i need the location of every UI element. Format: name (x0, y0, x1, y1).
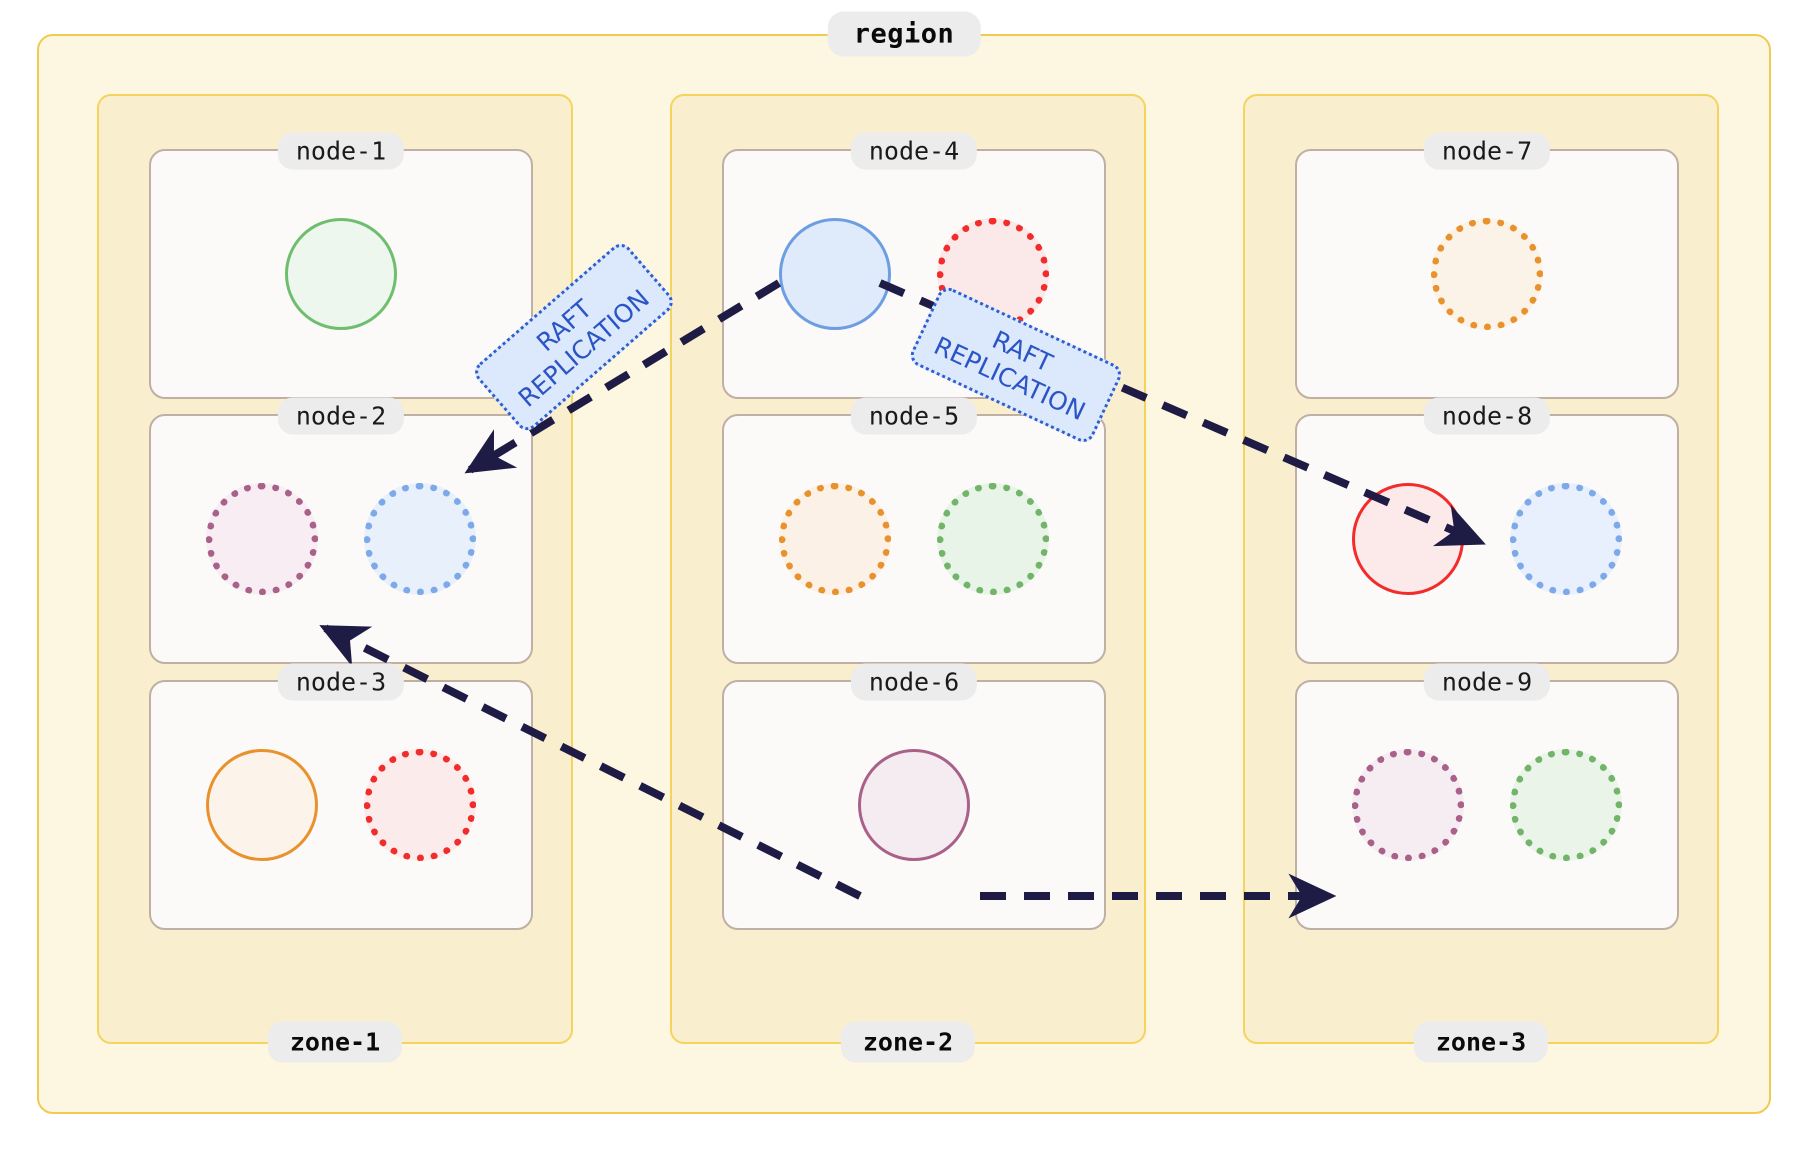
replica-circle-leader[interactable] (285, 218, 397, 330)
region-label: region (827, 11, 981, 57)
replica-circle-follower[interactable] (1431, 218, 1543, 330)
node-label: node-7 (1423, 132, 1551, 170)
node-box-node-3[interactable]: node-3 (149, 663, 533, 930)
node-body (724, 682, 1104, 928)
replica-circle-leader[interactable] (779, 218, 891, 330)
replica-circle-follower[interactable] (937, 483, 1049, 595)
node-label: node-8 (1423, 397, 1551, 435)
node-label: node-9 (1423, 663, 1551, 701)
replica-circle-leader[interactable] (206, 749, 318, 861)
node-box-node-6[interactable]: node-6 (722, 663, 1106, 930)
zone-label-2: zone-2 (840, 1021, 976, 1063)
node-label: node-5 (850, 397, 978, 435)
zone-container-3: zone-3 node-7 node-8 node-9 (1243, 94, 1719, 1063)
replica-circle-leader[interactable] (858, 749, 970, 861)
node-box-node-9[interactable]: node-9 (1295, 663, 1679, 930)
replica-circle-follower[interactable] (206, 483, 318, 595)
node-label: node-1 (277, 132, 405, 170)
node-label: node-6 (850, 663, 978, 701)
node-body (1297, 682, 1677, 928)
node-box-node-2[interactable]: node-2 (149, 397, 533, 664)
replica-circle-leader[interactable] (1352, 483, 1464, 595)
replica-circle-follower[interactable] (779, 483, 891, 595)
node-body (151, 151, 531, 397)
zone-container-2: zone-2 node-4 node-5 node-6 (670, 94, 1146, 1063)
node-body (724, 416, 1104, 662)
replica-circle-follower[interactable] (364, 749, 476, 861)
zone-label-3: zone-3 (1413, 1021, 1549, 1063)
zone-label-1: zone-1 (267, 1021, 403, 1063)
replica-circle-follower[interactable] (364, 483, 476, 595)
replica-circle-follower[interactable] (1352, 749, 1464, 861)
node-body (1297, 151, 1677, 397)
node-label: node-2 (277, 397, 405, 435)
node-body (151, 416, 531, 662)
replica-circle-follower[interactable] (1510, 483, 1622, 595)
zone-container-1: zone-1 node-1 node-2 node-3 (97, 94, 573, 1063)
node-label: node-4 (850, 132, 978, 170)
node-body (151, 682, 531, 928)
node-box-node-5[interactable]: node-5 (722, 397, 1106, 664)
node-box-node-1[interactable]: node-1 (149, 132, 533, 399)
node-label: node-3 (277, 663, 405, 701)
node-box-node-8[interactable]: node-8 (1295, 397, 1679, 664)
node-box-node-7[interactable]: node-7 (1295, 132, 1679, 399)
node-body (1297, 416, 1677, 662)
replica-circle-follower[interactable] (1510, 749, 1622, 861)
